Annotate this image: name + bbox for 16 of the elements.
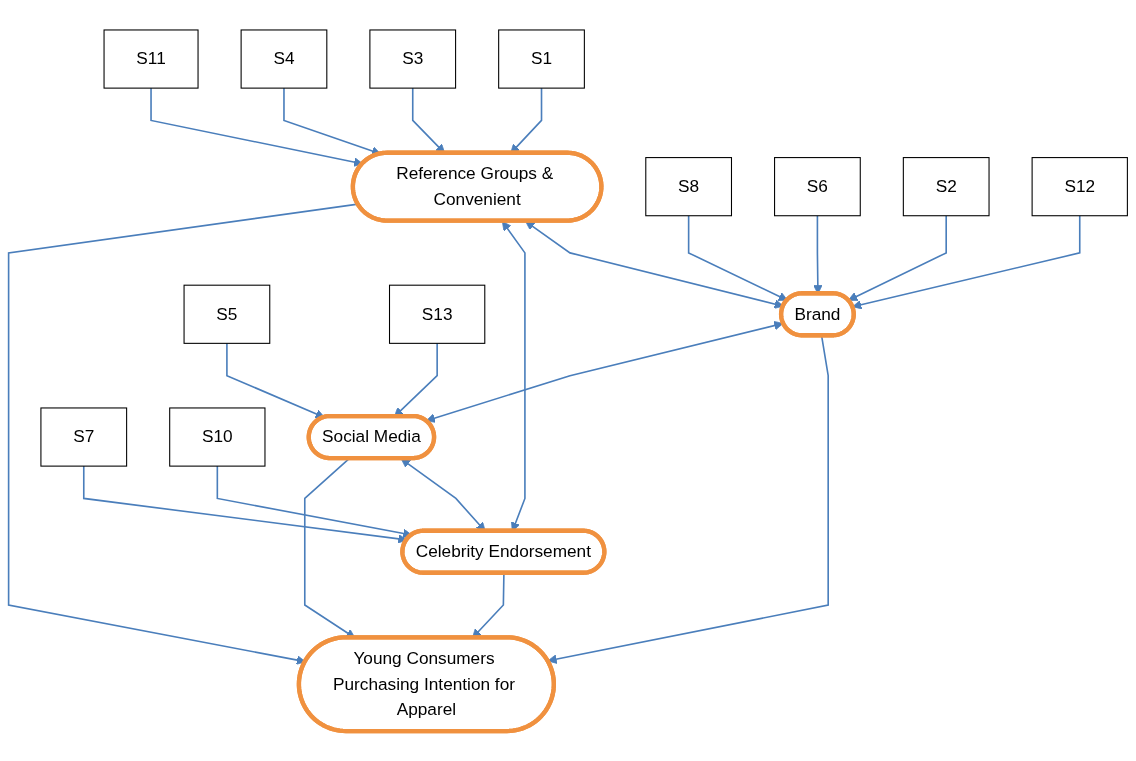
node-box: S3 <box>369 29 457 89</box>
arrow <box>687 214 788 301</box>
node-box: S6 <box>774 157 861 217</box>
node-box: S13 <box>388 284 486 344</box>
arrow <box>852 214 1081 310</box>
node-box: S8 <box>645 157 733 217</box>
arrow <box>848 214 947 301</box>
node-box: S1 <box>498 29 585 89</box>
arrow <box>226 342 325 419</box>
node-box: S10 <box>169 407 266 467</box>
node-box: S7 <box>40 407 128 467</box>
node-box: S5 <box>183 284 271 344</box>
node-box: S4 <box>240 29 328 89</box>
node-box: S11 <box>103 29 199 89</box>
node-box: S2 <box>902 157 990 217</box>
node-box: S12 <box>1031 157 1128 217</box>
